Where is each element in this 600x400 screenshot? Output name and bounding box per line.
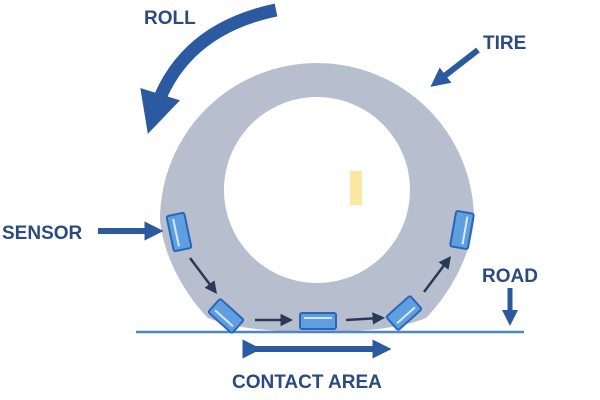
tire-label: TIRE (483, 33, 526, 54)
inner-marker (350, 171, 362, 205)
road-label: ROAD (482, 266, 538, 287)
flow-arrow-4 (423, 256, 451, 293)
tire-pointer-arrow (430, 47, 480, 87)
flow-arrow-1 (189, 257, 217, 294)
sensor-1 (165, 211, 193, 253)
sensor-5 (449, 210, 475, 250)
sensor-label: SENSOR (2, 223, 83, 244)
sensor-3 (299, 312, 337, 330)
contact-area-label: CONTACT AREA (232, 372, 382, 393)
tire-ring (160, 63, 474, 332)
sensor-2 (207, 298, 245, 334)
sensor-4 (385, 295, 423, 331)
roll-label: ROLL (144, 8, 196, 29)
roll-arrow (140, 3, 278, 134)
flow-arrow-3 (345, 312, 385, 325)
